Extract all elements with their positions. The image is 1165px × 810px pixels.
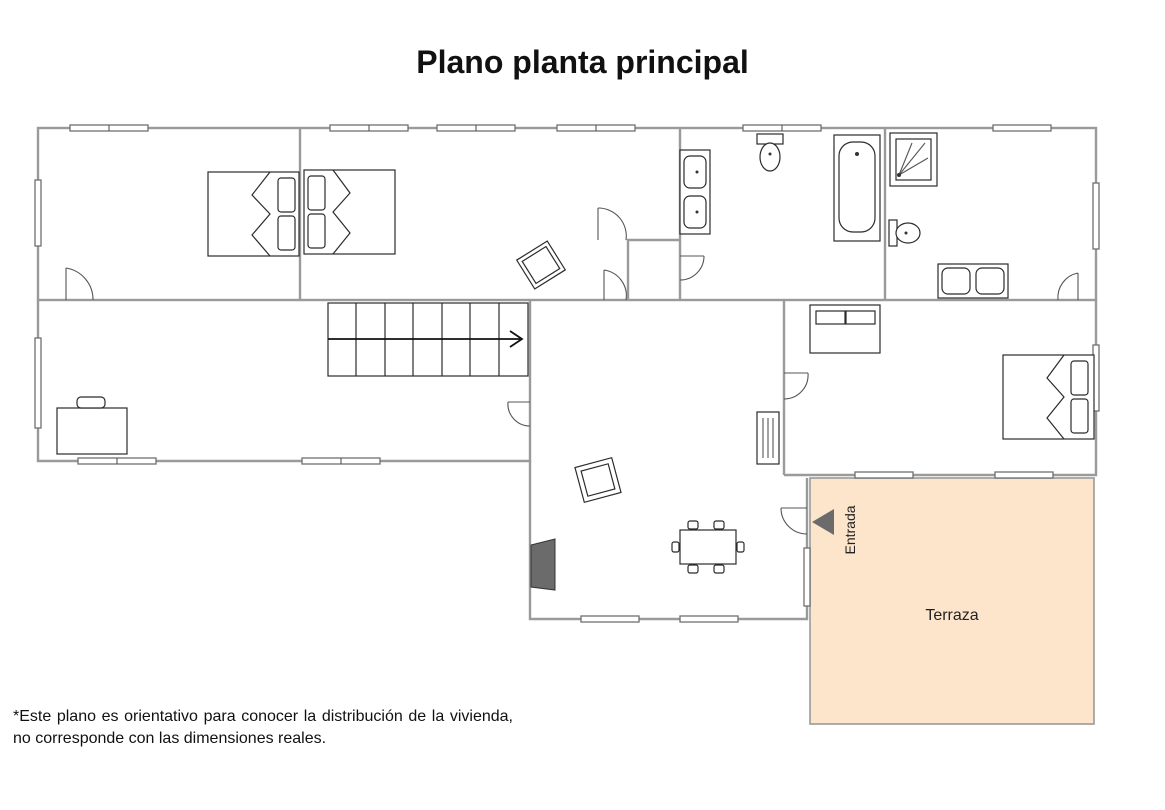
window	[994, 471, 1054, 479]
door	[597, 207, 627, 241]
window	[556, 124, 636, 132]
disclaimer-note: *Este plano es orientativo para conocer …	[13, 708, 513, 747]
window	[854, 471, 914, 479]
window	[580, 615, 640, 623]
bed	[303, 169, 396, 255]
entrance-label: Entrada	[842, 505, 858, 555]
shower	[889, 132, 938, 187]
windows	[34, 124, 1100, 623]
doors	[65, 207, 1079, 535]
terrace-area	[809, 477, 1095, 725]
window	[742, 124, 822, 132]
plan-title: Plano planta principal	[416, 44, 749, 80]
radiator	[756, 411, 780, 465]
window	[301, 457, 381, 465]
double-sink	[679, 149, 711, 235]
fireplace	[530, 538, 556, 591]
staircase	[327, 302, 529, 377]
door	[783, 372, 809, 400]
bathtub	[833, 134, 881, 242]
door	[780, 507, 808, 535]
terrace-label: Terraza	[925, 607, 979, 624]
desk	[56, 396, 128, 455]
window	[992, 124, 1052, 132]
dining-table	[671, 520, 745, 574]
entrance-arrow-icon	[812, 509, 834, 535]
toilet	[888, 219, 921, 247]
door	[603, 269, 627, 301]
window	[77, 457, 157, 465]
window	[679, 615, 739, 623]
window	[803, 547, 811, 607]
toilet	[756, 133, 784, 172]
double-sink	[937, 263, 1009, 299]
window	[34, 337, 42, 429]
window	[69, 124, 149, 132]
window	[1092, 182, 1100, 250]
door	[679, 255, 705, 281]
door	[507, 401, 531, 427]
armchair	[515, 240, 567, 290]
door	[1057, 272, 1079, 301]
window	[436, 124, 516, 132]
window	[34, 179, 42, 247]
door	[65, 267, 94, 301]
bed	[1002, 354, 1095, 440]
sofa	[809, 304, 881, 354]
window	[329, 124, 409, 132]
bed	[207, 171, 300, 257]
armchair	[574, 456, 622, 504]
